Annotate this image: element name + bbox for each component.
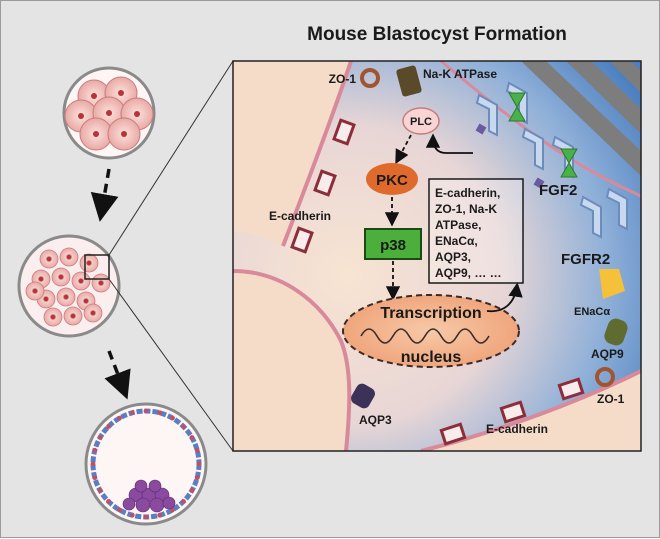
embryo-cell-nucleus <box>58 274 64 280</box>
plc-label: PLC <box>410 116 432 128</box>
embryo-cell-nucleus <box>63 294 69 300</box>
p38-label: p38 <box>380 237 406 254</box>
zo1-top-marker <box>360 68 380 88</box>
zo1-top-label: ZO-1 <box>329 72 357 86</box>
trophectoderm-nucleus <box>170 415 175 421</box>
trophectoderm-nucleus <box>181 499 186 504</box>
trophectoderm-nucleus <box>117 507 122 513</box>
aqp9-marker <box>604 318 628 346</box>
transcription-label: Transcription <box>380 305 481 322</box>
enac-label: ENaCα <box>574 306 610 318</box>
dna-strand <box>360 328 490 344</box>
trophectoderm-nucleus <box>129 512 135 518</box>
zo1-bottom-marker <box>595 367 615 387</box>
trophectoderm-nucleus <box>97 435 103 440</box>
p38-node <box>364 228 422 260</box>
embryo-cell-nucleus <box>46 256 52 262</box>
early-blastocyst-stage <box>17 234 121 338</box>
e-cadherin-bottom-markers <box>439 377 585 446</box>
embryo-cell-nucleus <box>90 310 96 316</box>
e-cadherin-bottom-label: E-cadherin <box>486 422 548 436</box>
fgf2-label: FGF2 <box>539 182 577 199</box>
zoom-line-top <box>108 60 234 256</box>
embryo-cell-nucleus <box>70 313 76 319</box>
trophectoderm-nucleus <box>181 424 186 429</box>
figure-title: Mouse Blastocyst Formation <box>307 24 567 45</box>
embryo-cell-nucleus <box>50 314 56 320</box>
receptor-kinase-markers <box>475 123 545 189</box>
plc-node <box>402 107 440 135</box>
receptor-to-plc-arrow <box>425 133 473 154</box>
embryo-cell-nucleus <box>98 280 104 286</box>
trophectoderm-nucleus <box>196 461 202 467</box>
trophectoderm-nucleus <box>92 447 98 453</box>
target-gene-line: ENaCα, <box>435 234 478 248</box>
trophectoderm-nucleus <box>194 447 200 453</box>
neighbor-cell-top-left <box>233 61 351 246</box>
embryo-cell-nucleus <box>83 298 89 304</box>
neighbor-cell-bottom-right <box>421 371 641 451</box>
pkc-label: PKC <box>376 172 408 189</box>
trophectoderm-nucleus <box>189 435 195 440</box>
zoom-box <box>84 254 110 280</box>
neighbor-cell-bottom-left <box>233 271 350 451</box>
morula-stage <box>62 66 156 160</box>
trophectoderm-nucleus <box>97 488 103 493</box>
zo1-bottom-label: ZO-1 <box>597 392 625 406</box>
target-gene-line: ZO-1, Na-K <box>435 202 497 216</box>
target-gene-line: AQP3, <box>435 250 471 264</box>
embryo-cell-nucleus <box>66 254 72 260</box>
fgf2-ligands <box>508 92 578 178</box>
e-cadherin-left-markers <box>290 118 356 254</box>
trophectoderm-nucleus <box>157 410 163 416</box>
trophectoderm-nucleus <box>189 488 195 493</box>
embryo-cell-nucleus <box>86 260 92 266</box>
aqp3-label: AQP3 <box>359 413 392 427</box>
trophectoderm-nucleus <box>129 410 135 416</box>
trophectoderm-nucleus <box>90 461 96 467</box>
na-k-atpase-marker <box>396 65 422 97</box>
target-gene-line: AQP9, … … <box>435 266 502 280</box>
stage-arrow-2 <box>104 350 131 400</box>
blastocyst-stage <box>84 402 208 526</box>
embryo-cell-nucleus <box>43 296 49 302</box>
plc-to-pkc-arrow <box>395 134 412 165</box>
embryo-cell-nucleus <box>38 276 44 282</box>
aqp3-marker <box>351 383 375 409</box>
embryo-cell-nucleus <box>32 288 38 294</box>
zoom-line-bottom <box>108 278 234 452</box>
trophectoderm-nucleus <box>143 408 149 414</box>
stage-arrow-1 <box>90 168 119 222</box>
aqp9-label: AQP9 <box>591 347 624 361</box>
target-gene-line: ATPase, <box>435 218 481 232</box>
fgfr2-label: FGFR2 <box>561 251 610 268</box>
enac-marker <box>599 269 625 299</box>
target-gene-line: E-cadherin, <box>435 186 500 200</box>
pkc-node <box>366 163 418 195</box>
trophectoderm-nucleus <box>106 424 111 429</box>
trophectoderm-nucleus <box>117 415 122 421</box>
target-genes-box <box>428 178 524 284</box>
trophectoderm-nucleus <box>106 499 111 504</box>
target-genes-list: E-cadherin, ZO-1, Na-K ATPase, ENaCα, AQP3, A… <box>435 186 502 280</box>
trophectoderm-nucleus <box>194 475 200 481</box>
transcription-arrow <box>486 282 523 313</box>
trophectoderm-nucleus <box>92 475 98 481</box>
trophectoderm-nucleus <box>157 512 163 518</box>
nucleus-label: nucleus <box>401 349 462 366</box>
trophectoderm-nucleus <box>143 514 149 520</box>
embryo-cell-nucleus <box>78 278 84 284</box>
na-k-atpase-label: Na-K ATPase <box>423 67 497 81</box>
nucleus <box>342 294 520 368</box>
e-cadherin-left-label: E-cadherin <box>269 209 331 223</box>
fgfr2-receptors <box>475 81 628 239</box>
